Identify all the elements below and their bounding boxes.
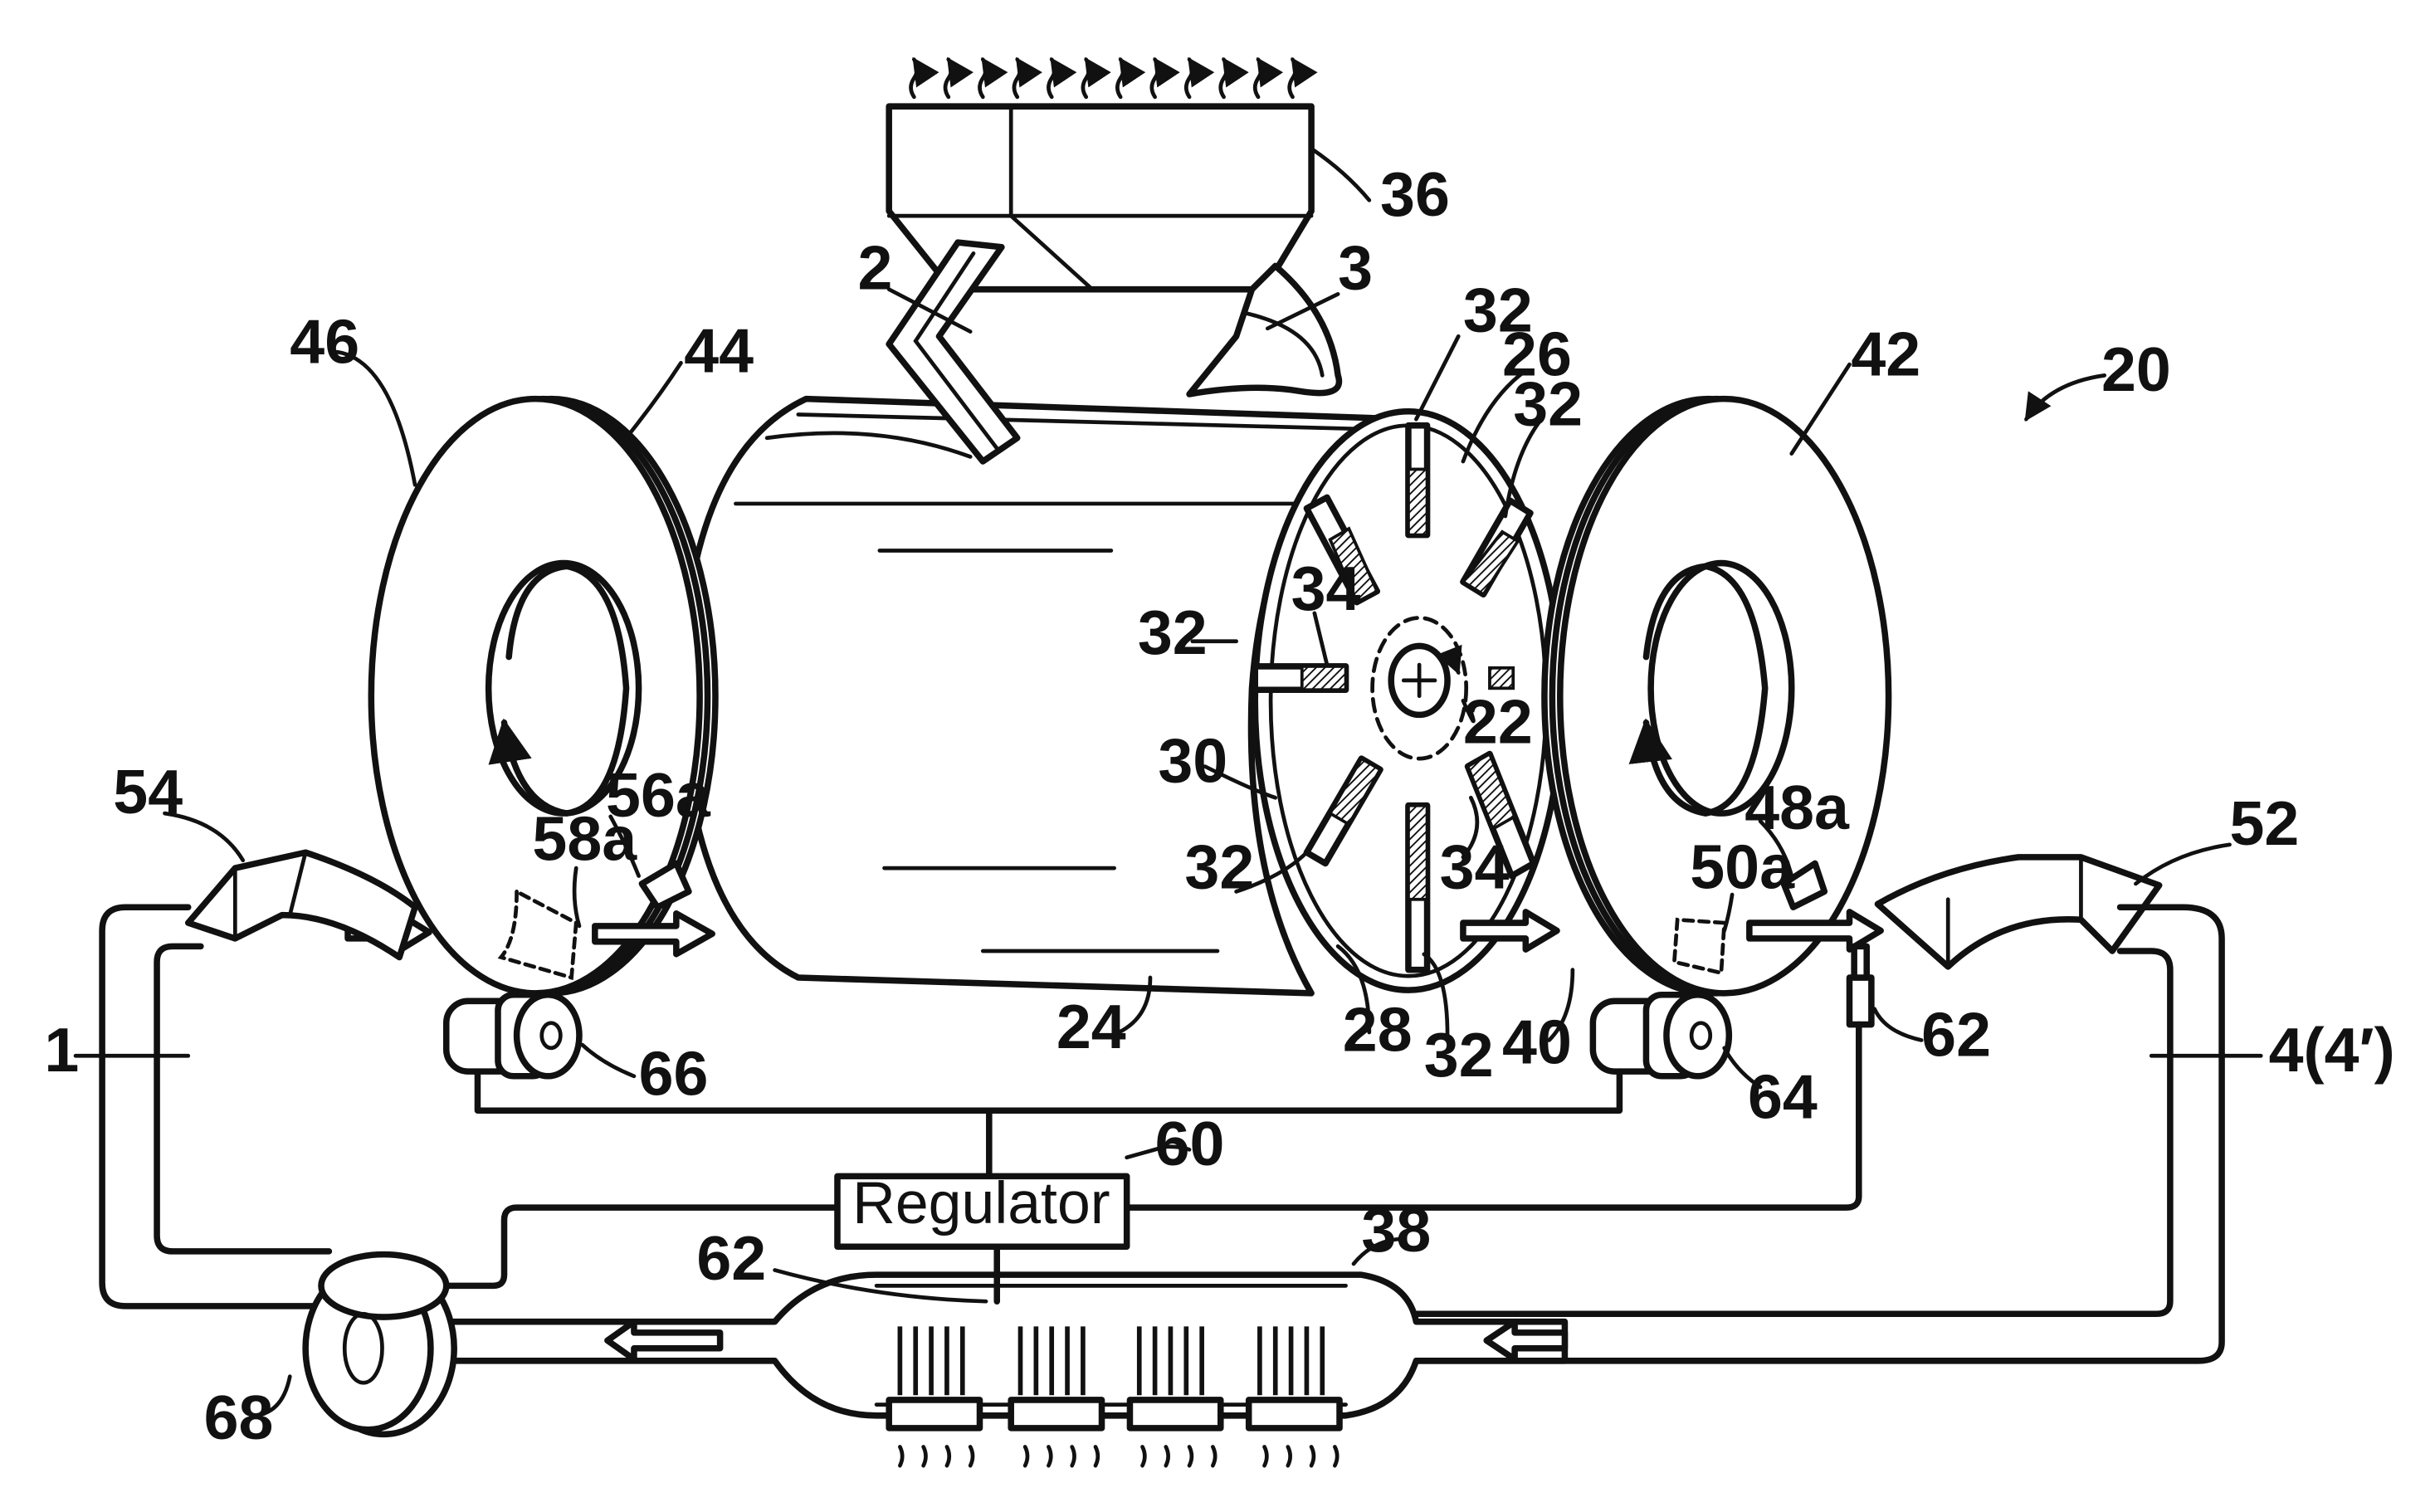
label-32b: 32 bbox=[1513, 369, 1583, 439]
label-66: 66 bbox=[639, 1038, 709, 1108]
label-46: 46 bbox=[290, 306, 359, 376]
label-44: 44 bbox=[684, 316, 754, 386]
motor-64 bbox=[1593, 995, 1729, 1076]
blower bbox=[305, 1255, 454, 1435]
label-52: 52 bbox=[2230, 788, 2300, 858]
label-54: 54 bbox=[113, 757, 183, 827]
label-22: 22 bbox=[1463, 686, 1533, 756]
label-68: 68 bbox=[204, 1383, 274, 1452]
label-4: 4(4′) bbox=[2269, 1015, 2395, 1085]
label-62b: 62 bbox=[696, 1223, 766, 1293]
label-62a: 62 bbox=[1921, 999, 1991, 1069]
label-32e: 32 bbox=[1424, 1020, 1494, 1090]
label-42: 42 bbox=[1851, 319, 1920, 388]
sensor-62 bbox=[1849, 946, 1871, 1024]
duct-52 bbox=[1877, 857, 2159, 967]
pipe-left bbox=[102, 907, 329, 1306]
label-38: 38 bbox=[1361, 1195, 1431, 1265]
motor-66 bbox=[446, 995, 579, 1076]
label-58a: 58a bbox=[532, 804, 637, 874]
heater bbox=[392, 1275, 1565, 1466]
regulator-label: Regulator bbox=[852, 1170, 1110, 1236]
label-34b: 34 bbox=[1440, 832, 1510, 902]
label-60: 60 bbox=[1155, 1109, 1225, 1178]
regulator-box: Regulator bbox=[837, 1170, 1127, 1246]
duct-54 bbox=[188, 852, 415, 957]
label-36: 36 bbox=[1380, 159, 1450, 229]
label-1: 1 bbox=[44, 1015, 79, 1085]
exhaust-lines bbox=[911, 60, 1296, 97]
label-64: 64 bbox=[1748, 1062, 1818, 1132]
label-20: 20 bbox=[2101, 334, 2171, 404]
label-32c: 32 bbox=[1138, 597, 1208, 667]
label-40: 40 bbox=[1502, 1007, 1572, 1077]
label-50a: 50a bbox=[1690, 832, 1795, 902]
label-2: 2 bbox=[857, 233, 892, 303]
right-wheel bbox=[1544, 399, 1889, 993]
pipe-right bbox=[1408, 907, 2222, 1361]
label-28: 28 bbox=[1343, 995, 1413, 1065]
label-24: 24 bbox=[1056, 992, 1126, 1061]
label-34a: 34 bbox=[1291, 554, 1361, 623]
label-32d: 32 bbox=[1184, 832, 1254, 902]
label-30: 30 bbox=[1158, 725, 1227, 795]
label-3: 3 bbox=[1338, 233, 1373, 303]
